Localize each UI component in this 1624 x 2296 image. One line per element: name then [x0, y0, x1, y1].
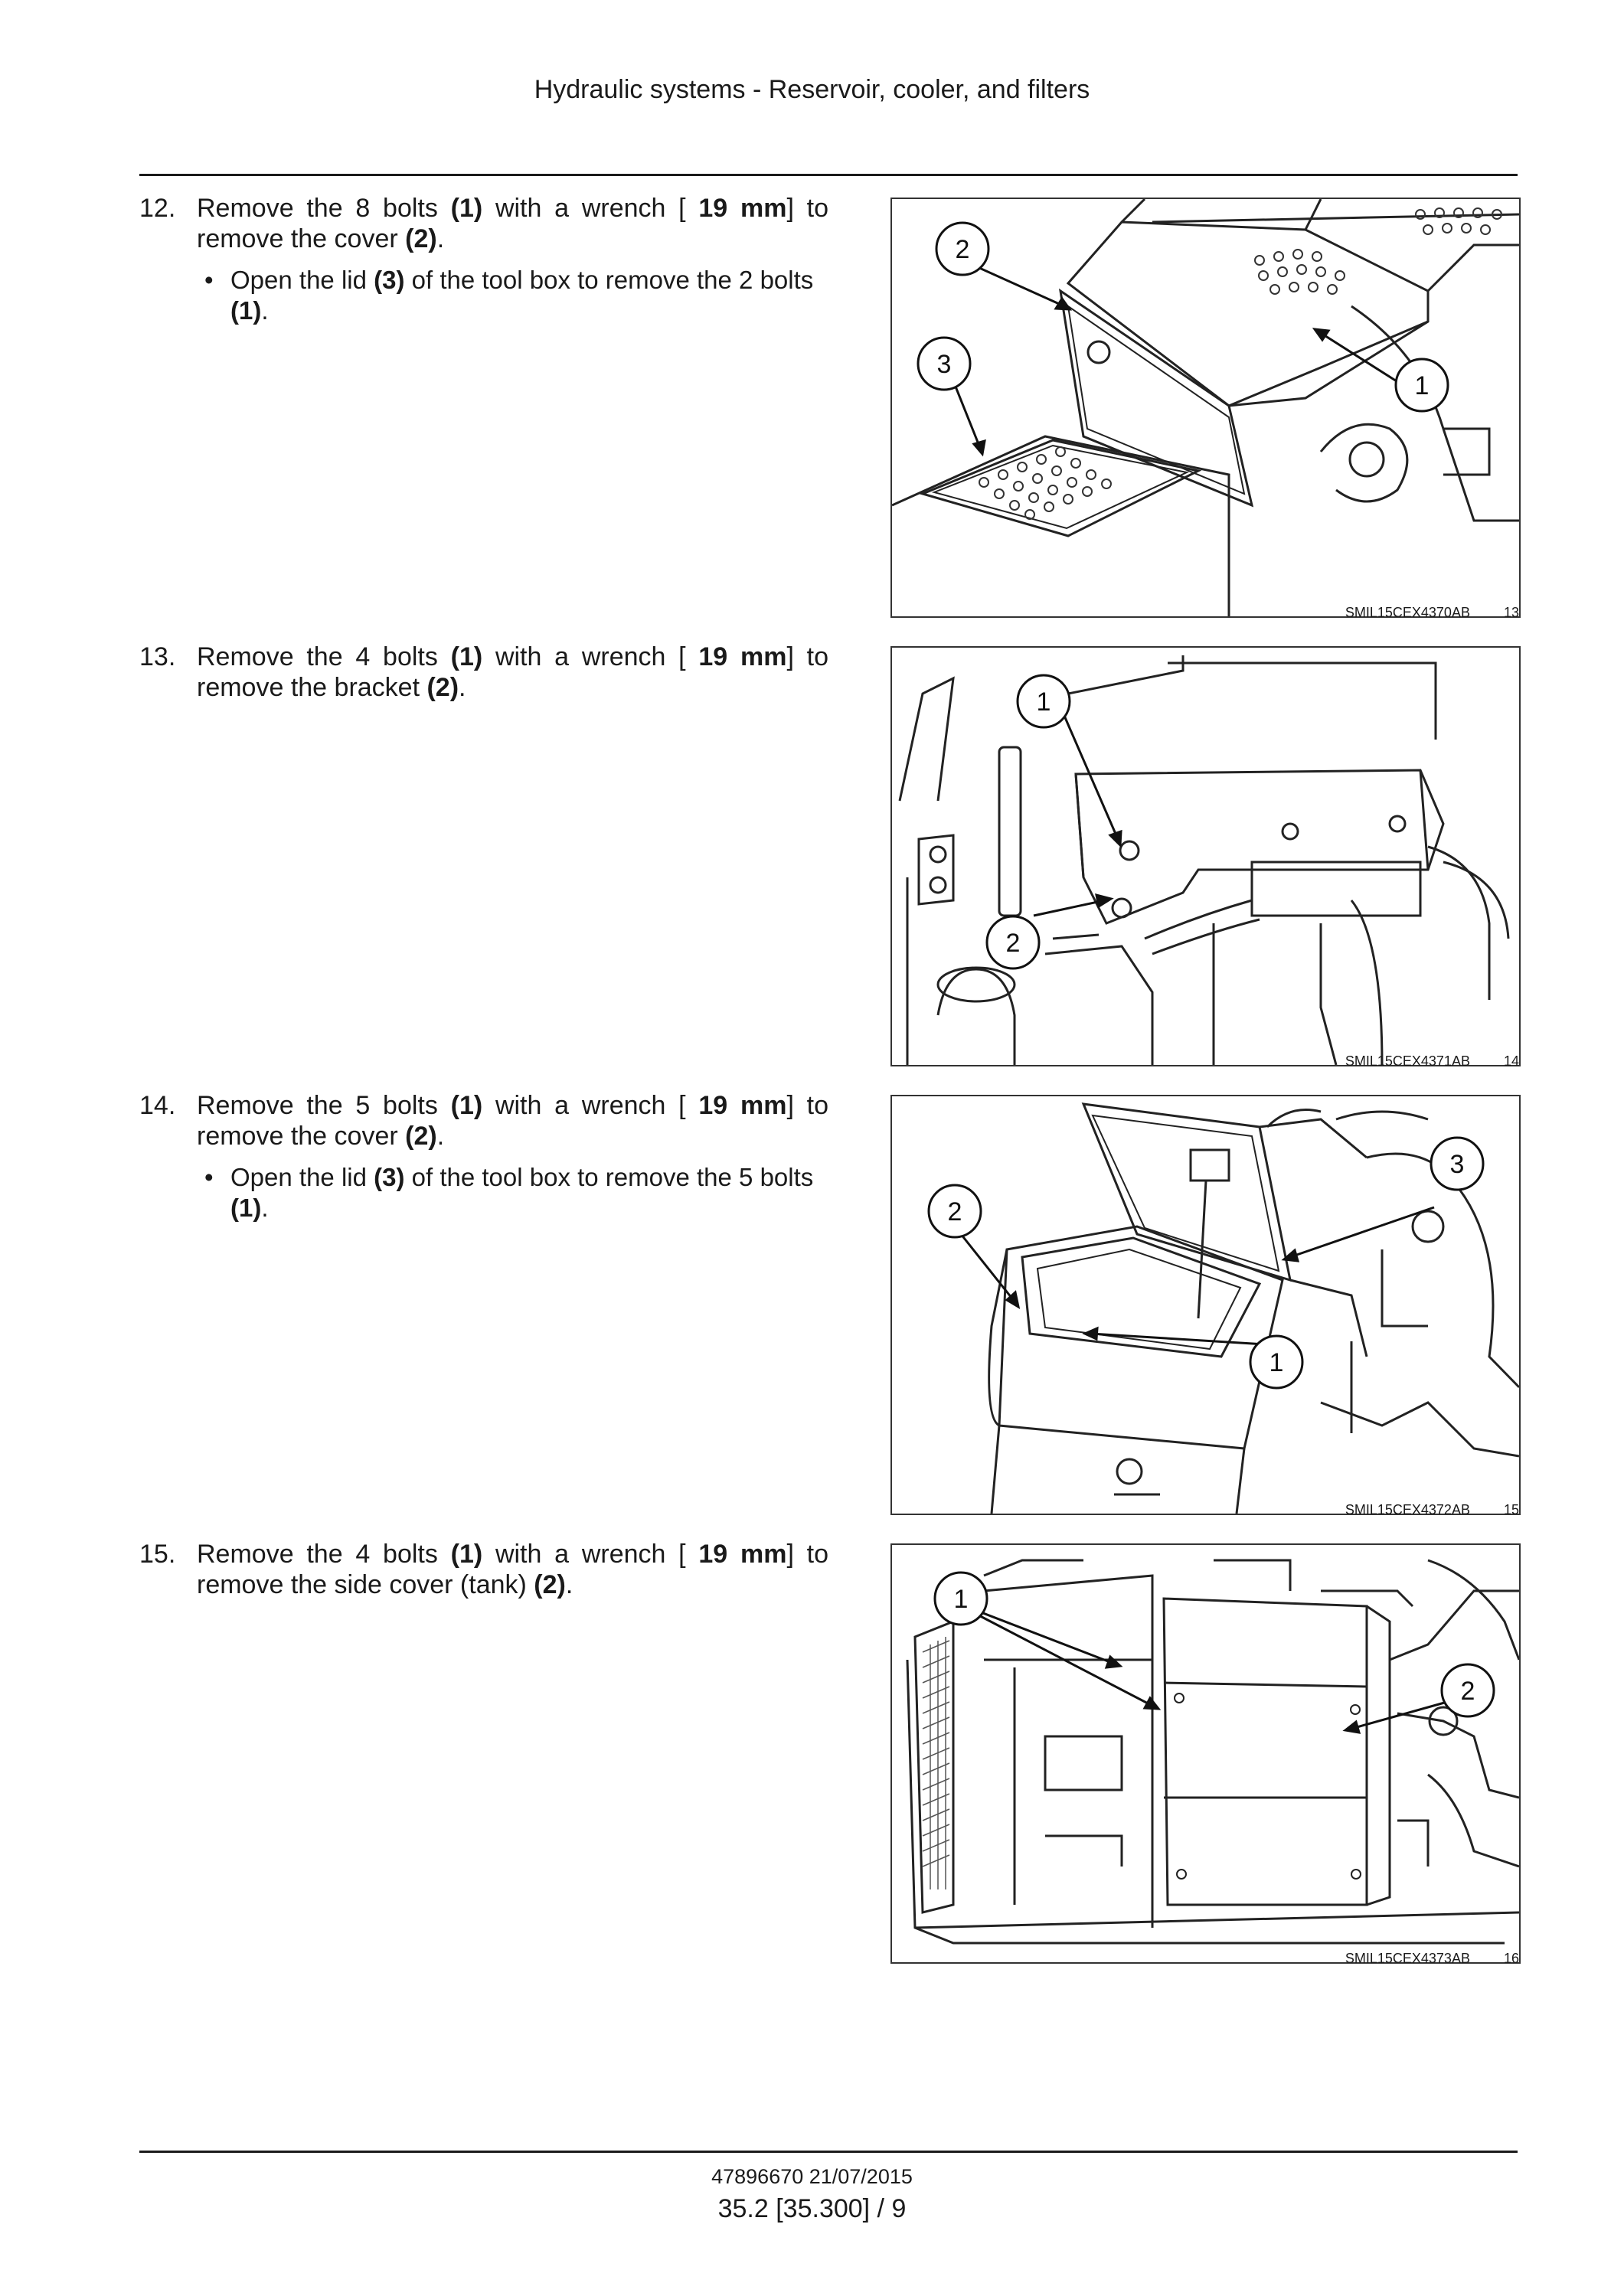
figure-14-caption: SMIL15CEX4371AB 14 — [890, 1053, 1519, 1070]
callout-1-marker — [1394, 358, 1449, 413]
open-toolbox-drawing: 2 3 1 — [927, 1102, 1519, 1514]
step-number: 13. — [139, 642, 176, 671]
figure-number: 16 — [1503, 1951, 1519, 1966]
side-cover-tank-drawing: 1 2 — [906, 1559, 1519, 1945]
callout-2-marker — [985, 915, 1041, 970]
step-15: 15. Remove the 4 bolts (1) with a wrench… — [139, 1539, 828, 1600]
figure-13-caption: SMIL15CEX4370AB 13 — [890, 605, 1519, 621]
callout-2-marker — [927, 1184, 982, 1239]
step-number: 14. — [139, 1091, 176, 1120]
figure-code: SMIL15CEX4371AB — [1345, 1053, 1470, 1069]
step-text: Remove the 4 bolts (1) with a wrench [ 1… — [197, 1540, 828, 1599]
figure-code: SMIL15CEX4373AB — [1345, 1951, 1470, 1966]
callout-label: 2 — [948, 1197, 962, 1226]
step-substep: •Open the lid (3) of the tool box to rem… — [204, 266, 814, 325]
callout-1-marker — [933, 1571, 988, 1626]
figure-16-illustration: 1 2 — [890, 1543, 1521, 1964]
callout-label: 3 — [937, 350, 952, 379]
figure-number: 15 — [1503, 1502, 1519, 1517]
bullet-icon: • — [204, 1163, 214, 1191]
step-number: 15. — [139, 1540, 176, 1569]
callout-label: 1 — [1037, 687, 1051, 717]
callout-label: 2 — [1461, 1677, 1475, 1706]
callout-label: 1 — [954, 1585, 969, 1614]
callout-label: 2 — [1006, 929, 1021, 958]
callout-label: 3 — [1450, 1150, 1465, 1179]
figure-14-illustration: 1 2 — [890, 646, 1521, 1066]
header-rule — [139, 174, 1518, 176]
callout-3-marker — [1430, 1136, 1485, 1191]
toolbox-cover-drawing: 2 3 1 — [892, 199, 1519, 616]
figure-number: 13 — [1503, 605, 1519, 620]
footer-page-reference: 35.2 [35.300] / 9 — [717, 2194, 907, 2223]
callout-1-marker — [1249, 1334, 1304, 1390]
callout-3-marker — [917, 336, 972, 391]
callout-label: 1 — [1269, 1348, 1284, 1377]
step-number: 12. — [139, 194, 176, 223]
page-header-title: Hydraulic systems - Reservoir, cooler, a… — [534, 75, 1090, 104]
callout-label: 1 — [1415, 371, 1430, 400]
bracket-drawing: 1 2 — [898, 655, 1510, 1065]
bullet-icon: • — [204, 266, 214, 294]
footer-rule — [139, 2151, 1518, 2153]
step-14: 14. Remove the 5 bolts (1) with a wrench… — [139, 1090, 828, 1223]
step-text: Remove the 4 bolts (1) with a wrench [ 1… — [197, 642, 828, 702]
figure-code: SMIL15CEX4372AB — [1345, 1502, 1470, 1517]
figure-15-caption: SMIL15CEX4372AB 15 — [890, 1502, 1519, 1518]
figure-15-illustration: 2 3 1 — [890, 1095, 1521, 1515]
step-text: Remove the 5 bolts (1) with a wrench [ 1… — [197, 1091, 828, 1151]
figure-number: 14 — [1503, 1053, 1519, 1069]
step-substep: •Open the lid (3) of the tool box to rem… — [204, 1163, 814, 1222]
step-text: Remove the 8 bolts (1) with a wrench [ 1… — [197, 194, 828, 253]
footer-document-reference: 47896670 21/07/2015 — [711, 2165, 913, 2188]
step-13: 13. Remove the 4 bolts (1) with a wrench… — [139, 642, 828, 703]
callout-label: 2 — [956, 235, 970, 264]
figure-16-caption: SMIL15CEX4373AB 16 — [890, 1951, 1519, 1967]
step-12: 12. Remove the 8 bolts (1) with a wrench… — [139, 193, 828, 326]
figure-code: SMIL15CEX4370AB — [1345, 605, 1470, 620]
callout-1-marker — [1016, 674, 1071, 729]
figure-13-illustration: 2 3 1 — [890, 198, 1521, 618]
callout-2-marker — [935, 221, 990, 276]
callout-2-marker — [1440, 1663, 1495, 1718]
